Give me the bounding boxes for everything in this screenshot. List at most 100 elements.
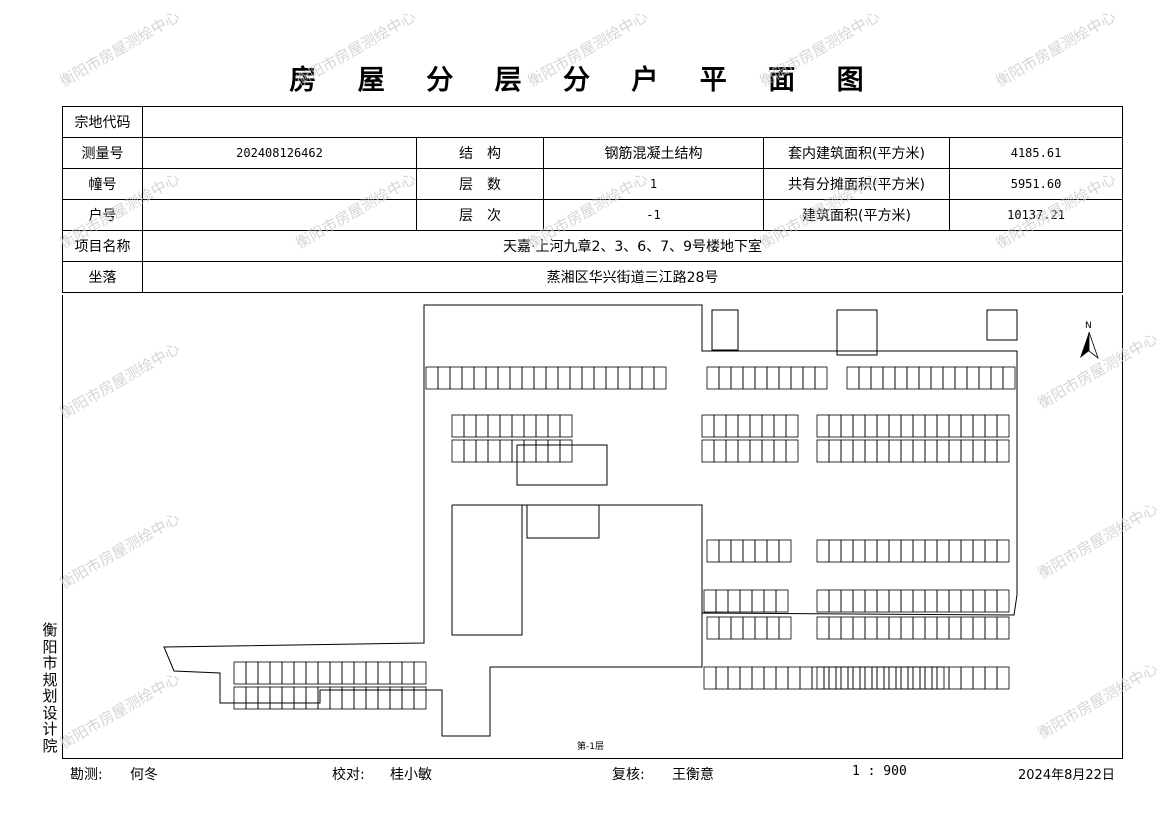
parking-space (978, 366, 992, 390)
parking-space (751, 589, 765, 613)
parking-space (816, 414, 830, 438)
parking-space (463, 439, 477, 463)
parking-space (641, 366, 655, 390)
parking-space (816, 616, 830, 640)
parking-space (924, 616, 938, 640)
parking-space (888, 539, 902, 563)
parking-space (960, 539, 974, 563)
parking-space (245, 661, 259, 685)
parking-space (924, 589, 938, 613)
parking-space (761, 414, 775, 438)
parking-space (888, 414, 902, 438)
parking-space (413, 686, 427, 710)
parking-space (816, 539, 830, 563)
parking-space (766, 616, 780, 640)
parking-space (581, 366, 595, 390)
parking-space (497, 366, 511, 390)
parking-space (547, 439, 561, 463)
parking-space (487, 439, 501, 463)
parking-space (852, 589, 866, 613)
floors-value: 1 (543, 168, 764, 200)
parking-space (948, 539, 962, 563)
parking-space (852, 439, 866, 463)
parking-space (718, 366, 732, 390)
parking-space (924, 414, 938, 438)
parking-space (840, 589, 854, 613)
project-label: 项目名称 (62, 230, 143, 262)
parking-space (713, 439, 727, 463)
parking-space (900, 616, 914, 640)
institute-name-vertical: 衡阳市规划设计院 (42, 621, 58, 755)
parking-space (754, 366, 768, 390)
survey-no-label: 测量号 (62, 137, 143, 169)
parking-space (802, 366, 816, 390)
parking-space (852, 414, 866, 438)
parking-space (521, 366, 535, 390)
floor-level-label: 层 次 (416, 199, 544, 231)
parking-space (401, 661, 415, 685)
parking-space (463, 414, 477, 438)
parking-space (840, 439, 854, 463)
parking-space (785, 439, 799, 463)
parking-space (828, 539, 842, 563)
north-label: N (1085, 321, 1092, 331)
top-room (836, 309, 878, 356)
parking-space (900, 666, 914, 690)
parking-space (653, 366, 667, 390)
project-value: 天嘉·上河九章2、3、6、7、9号楼地下室 (141, 230, 1124, 262)
parking-space (545, 366, 559, 390)
parking-space (499, 439, 513, 463)
parking-space (984, 666, 998, 690)
parking-space (948, 666, 962, 690)
parking-space (864, 616, 878, 640)
parking-space (751, 666, 765, 690)
parking-space (727, 666, 741, 690)
parking-space (451, 414, 465, 438)
parking-space (739, 589, 753, 613)
parking-space (900, 439, 914, 463)
parking-space (437, 366, 451, 390)
scale: 1 : 900 (852, 764, 907, 779)
parking-space (960, 414, 974, 438)
parking-space (960, 589, 974, 613)
parking-space (864, 666, 878, 690)
parking-space (703, 589, 717, 613)
structure-label: 结 构 (416, 137, 544, 169)
parking-space (828, 414, 842, 438)
parking-space (775, 666, 789, 690)
parking-space (972, 666, 986, 690)
parking-space (742, 366, 756, 390)
table-row: 坐落 蒸湘区华兴街道三江路28号 (62, 261, 1124, 293)
parking-space (984, 616, 998, 640)
parking-space (960, 666, 974, 690)
info-table: 宗地代码 测量号 202408126462 结 构 钢筋混凝土结构 套内建筑面积… (62, 106, 1124, 293)
parking-space (293, 661, 307, 685)
parking-space (828, 439, 842, 463)
parking-space (523, 414, 537, 438)
parking-space (485, 366, 499, 390)
parking-space (742, 616, 756, 640)
parking-space (816, 589, 830, 613)
parking-space (996, 589, 1010, 613)
parking-space (766, 366, 780, 390)
table-row: 户号 层 次 -1 建筑面积(平方米) 10137.21 (62, 199, 1124, 231)
parking-space (954, 366, 968, 390)
parking-space (912, 539, 926, 563)
parking-space (984, 539, 998, 563)
parking-space (859, 666, 873, 690)
parking-space (972, 414, 986, 438)
building-area-value: 10137.21 (948, 199, 1124, 231)
table-row: 宗地代码 (62, 106, 1124, 138)
parking-space (293, 686, 307, 710)
parking-space (960, 616, 974, 640)
parking-space (876, 439, 890, 463)
parking-space (984, 589, 998, 613)
parking-space (919, 666, 933, 690)
parking-space (900, 539, 914, 563)
parking-space (487, 414, 501, 438)
parking-space (778, 366, 792, 390)
unit-no-value (142, 199, 417, 231)
parking-space (864, 439, 878, 463)
parking-space (918, 366, 932, 390)
floor-level-value: -1 (543, 199, 764, 231)
